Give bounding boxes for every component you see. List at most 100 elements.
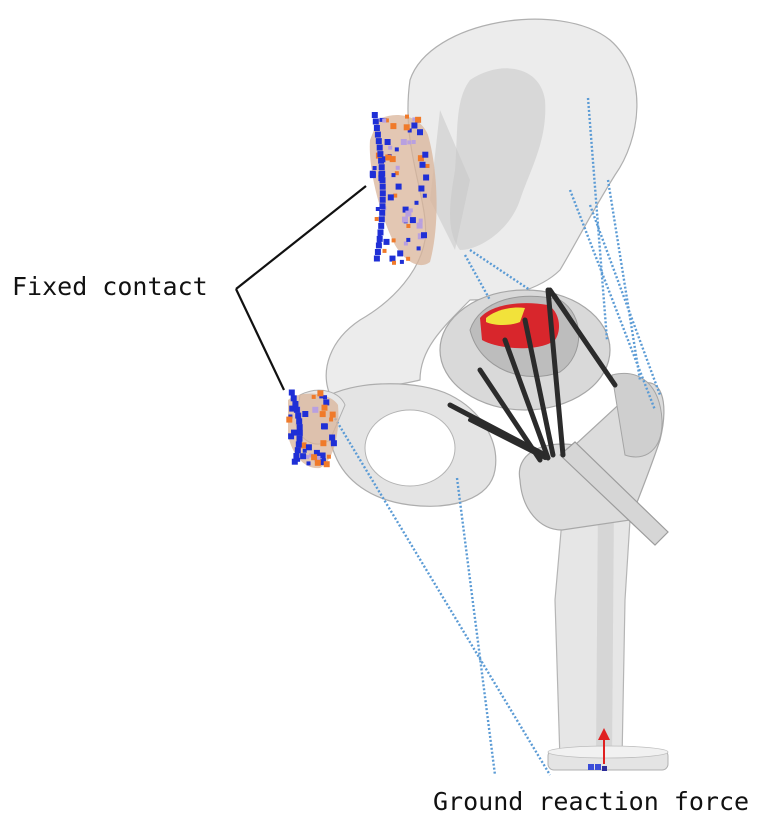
contact-node <box>291 395 297 401</box>
contact-node <box>423 194 427 198</box>
contact-node <box>392 261 396 265</box>
contact-node <box>320 411 326 417</box>
contact-node <box>385 139 391 145</box>
joint-pressure-map <box>480 303 559 348</box>
contact-node <box>321 423 327 429</box>
contact-node <box>320 453 326 459</box>
contact-node <box>421 232 427 238</box>
contact-node <box>412 140 416 144</box>
fixed-contact-label: Fixed contact <box>12 274 208 299</box>
contact-node <box>396 184 402 190</box>
contact-node <box>320 440 326 446</box>
contact-node <box>418 186 424 192</box>
contact-node <box>372 112 378 118</box>
contact-node <box>323 399 329 405</box>
contact-node <box>390 123 396 129</box>
contact-node <box>311 454 317 460</box>
contact-node <box>315 460 321 466</box>
contact-node <box>417 246 421 250</box>
contact-node <box>401 139 407 145</box>
contact-node <box>382 119 386 123</box>
contact-node <box>377 236 383 242</box>
contact-node <box>373 119 379 125</box>
contact-node <box>411 123 417 129</box>
contact-node <box>370 171 376 177</box>
contact-node <box>302 411 308 417</box>
contact-node <box>330 412 336 418</box>
contact-node <box>379 216 385 222</box>
femur-shaft <box>555 520 630 760</box>
leader-line-lower <box>236 289 284 390</box>
contact-node <box>376 138 382 144</box>
contact-node <box>407 140 411 144</box>
muscle-line <box>608 180 640 380</box>
contact-node <box>422 152 428 158</box>
muscle-line <box>457 478 495 775</box>
contact-node <box>402 217 408 223</box>
fixed-contact-cluster-upper <box>370 112 437 265</box>
pelvis <box>296 19 637 506</box>
contact-node <box>378 229 384 235</box>
contact-node <box>396 166 400 170</box>
leader-line-upper <box>236 186 366 289</box>
contact-node <box>383 249 387 253</box>
contact-node <box>405 211 411 217</box>
contact-node <box>312 407 318 413</box>
obturator-foramen <box>365 410 455 486</box>
contact-node <box>392 173 396 177</box>
contact-node <box>380 203 386 209</box>
contact-node <box>293 453 299 459</box>
contact-node <box>323 395 327 399</box>
femur <box>519 373 668 770</box>
contact-node <box>306 444 312 450</box>
contact-node <box>388 194 394 200</box>
contact-node <box>296 441 302 447</box>
contact-node <box>297 436 303 442</box>
contact-node <box>379 171 385 177</box>
contact-node <box>377 145 383 151</box>
contact-node <box>303 449 307 453</box>
contact-node <box>375 217 379 221</box>
contact-node <box>406 257 410 261</box>
contact-node <box>410 217 416 223</box>
contact-node <box>419 219 423 223</box>
contact-node <box>423 175 429 181</box>
contact-node <box>395 147 399 151</box>
contact-node <box>404 242 408 246</box>
contact-node <box>392 238 396 242</box>
contact-node <box>329 435 335 441</box>
contact-node <box>380 197 386 203</box>
contact-node <box>379 164 385 170</box>
contact-node <box>286 417 292 423</box>
contact-node <box>295 447 301 453</box>
contact-node <box>385 155 391 161</box>
contact-node <box>291 430 297 436</box>
contact-node <box>380 184 386 190</box>
contact-node <box>297 424 303 430</box>
contact-node <box>377 151 383 157</box>
contact-node <box>415 201 419 205</box>
contact-node <box>379 210 385 216</box>
contact-node <box>289 390 295 396</box>
femur-shaft-inner-canal <box>596 500 614 760</box>
contact-node <box>384 239 390 245</box>
contact-node <box>378 223 384 229</box>
contact-node <box>376 207 380 211</box>
contact-node <box>405 115 409 119</box>
contact-node <box>329 418 333 422</box>
contact-node <box>406 238 410 242</box>
contact-node <box>397 250 403 256</box>
contact-node <box>292 401 298 407</box>
contact-node <box>331 440 337 446</box>
ground-reaction-force-label: Ground reaction force <box>433 789 749 814</box>
contact-node <box>426 164 430 168</box>
contact-node <box>292 459 298 465</box>
contact-node <box>415 117 421 123</box>
contact-node <box>420 162 426 168</box>
contact-node <box>388 146 392 150</box>
contact-node <box>300 453 306 459</box>
contact-node <box>376 242 382 248</box>
contact-node <box>375 132 381 138</box>
contact-node <box>374 256 380 262</box>
contact-node <box>307 461 311 465</box>
